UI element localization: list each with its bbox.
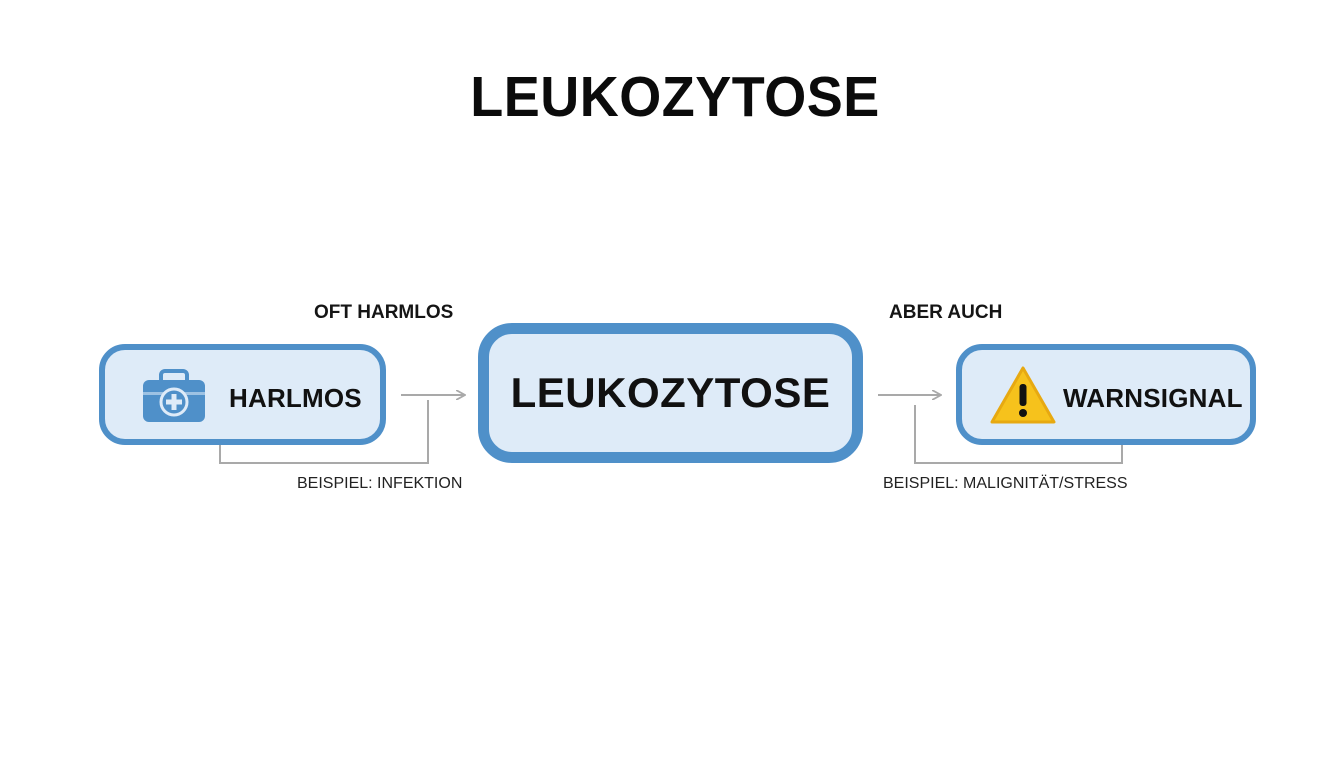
node-leukocytosis-label: LEUKOZYTOSE: [510, 369, 831, 416]
node-harmless-label: HARLMOS: [229, 383, 362, 413]
caption-often-harmless: OFT HARMLOS: [314, 302, 454, 323]
caption-but-also: ABER AUCH: [889, 302, 1003, 323]
medical-kit-icon: [143, 369, 205, 422]
caption-example-infection: BEISPIEL: INFEKTION: [297, 475, 463, 492]
caption-example-malignancy-stress: BEISPIEL: MALIGNITÄT/STRESS: [883, 475, 1128, 492]
node-harmless: HARLMOS: [99, 344, 386, 445]
node-leukocytosis: LEUKOZYTOSE: [478, 323, 863, 463]
warning-icon: [990, 366, 1056, 424]
node-warning-signal-label: WARNSIGNAL: [1063, 383, 1243, 413]
node-warning-signal: WARNSIGNAL: [956, 344, 1256, 445]
diagram-title: LEUKOZYTOSE: [470, 65, 880, 129]
